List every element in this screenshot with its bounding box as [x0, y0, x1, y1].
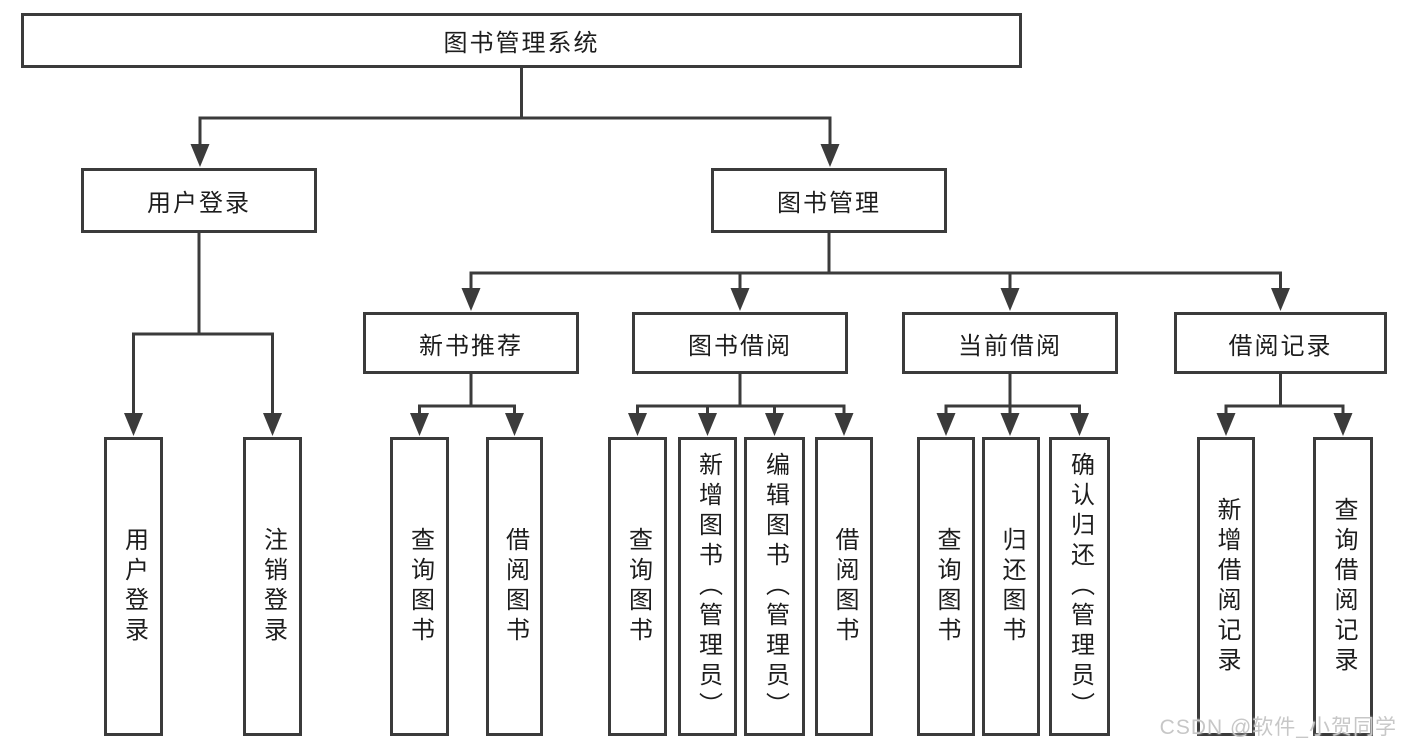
leaf-edit-books-admin: 编辑图书（管理员） — [744, 437, 805, 736]
watermark: CSDN @软件_小贺同学 — [1159, 716, 1397, 739]
leaf-add-borrow-record: 新增借阅记录 — [1197, 437, 1255, 736]
leaf-label: 用户登录 — [120, 526, 148, 647]
leaf-label: 借阅图书 — [501, 526, 529, 647]
node-book-management: 图书管理 — [711, 168, 947, 233]
leaf-label: 编辑图书（管理员） — [761, 451, 789, 722]
leaf-return-books: 归还图书 — [982, 437, 1040, 736]
arrow-down-icons — [124, 144, 1353, 436]
node-user-login: 用户登录 — [81, 168, 317, 233]
leaf-add-books-admin: 新增图书（管理员） — [678, 437, 737, 736]
node-current-borrow: 当前借阅 — [902, 312, 1118, 374]
leaf-label: 查询图书 — [933, 526, 960, 647]
leaf-user-login: 用户登录 — [104, 437, 163, 736]
leaf-logout: 注销登录 — [243, 437, 302, 736]
leaf-borrow-books: 借阅图书 — [815, 437, 873, 736]
leaf-label: 查询借阅记录 — [1330, 496, 1357, 677]
node-new-book-recommend: 新书推荐 — [363, 312, 579, 374]
leaf-query-books-borrow: 查询图书 — [608, 437, 667, 736]
leaf-label: 确认归还（管理员） — [1066, 451, 1094, 722]
leaf-query-borrow-record: 查询借阅记录 — [1313, 437, 1373, 736]
leaf-borrow-books-recommend: 借阅图书 — [486, 437, 543, 736]
leaf-label: 注销登录 — [259, 526, 287, 647]
tree-edges — [132, 66, 1345, 416]
leaf-query-books-recommend: 查询图书 — [390, 437, 449, 736]
leaf-label: 归还图书 — [998, 526, 1025, 647]
node-root-system: 图书管理系统 — [21, 13, 1022, 68]
leaf-confirm-return-admin: 确认归还（管理员） — [1049, 437, 1110, 736]
node-borrow-records: 借阅记录 — [1174, 312, 1387, 374]
leaf-label: 新增图书（管理员） — [694, 451, 722, 722]
leaf-label: 查询图书 — [624, 526, 652, 647]
node-book-borrow: 图书借阅 — [632, 312, 848, 374]
leaf-query-books-current: 查询图书 — [917, 437, 975, 736]
leaf-label: 新增借阅记录 — [1213, 496, 1240, 677]
leaf-label: 查询图书 — [406, 526, 434, 647]
leaf-label: 借阅图书 — [831, 526, 858, 647]
